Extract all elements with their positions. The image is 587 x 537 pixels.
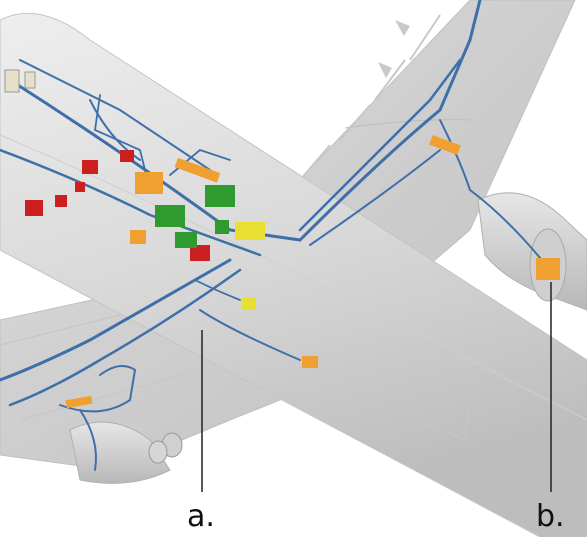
callout-label-a: a. xyxy=(187,499,215,534)
fuselage xyxy=(0,12,587,537)
callout-label-b: b. xyxy=(536,499,565,534)
electrical-components xyxy=(4,69,560,409)
